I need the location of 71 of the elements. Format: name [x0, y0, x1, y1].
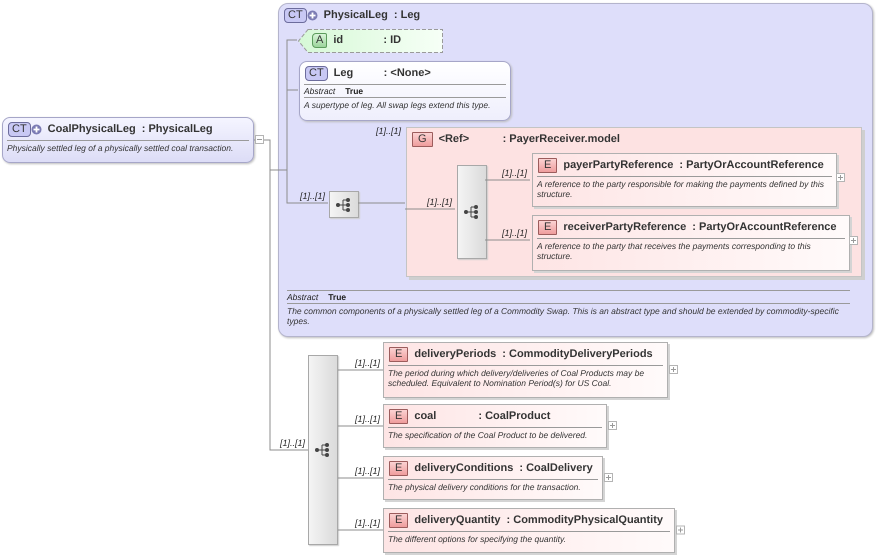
- complex-type-container: [278, 3, 873, 337]
- connector-line: [404, 208, 456, 210]
- component-name: receiverPartyReference: [563, 221, 686, 233]
- property-value: True: [328, 292, 346, 302]
- property-value: True: [345, 86, 364, 96]
- description: A supertype of leg. All swap legs extend this type.: [302, 99, 492, 112]
- type-badge: CT: [284, 8, 307, 22]
- type-badge: E: [389, 512, 408, 528]
- component-name: payerPartyReference: [563, 159, 674, 171]
- component-name: PhysicalLeg: [324, 9, 388, 21]
- description: A reference to the party responsible for making the payments defined by this structure.: [536, 178, 825, 201]
- type-badge: E: [538, 220, 558, 234]
- type-badge: CT: [305, 66, 328, 80]
- connector-line: [278, 170, 328, 204]
- type-name: : CoalProduct: [478, 410, 550, 422]
- type-name: : PartyOrAccountReference: [679, 159, 824, 171]
- complex-type-box: [299, 61, 511, 121]
- type-name: : CommodityPhysicalQuantity: [506, 514, 664, 526]
- element-box: [383, 456, 603, 500]
- sequence-compositor: [457, 165, 487, 259]
- type-name: : Leg: [394, 9, 420, 21]
- type-badge: A: [312, 32, 328, 48]
- type-name: : CommodityDeliveryPeriods: [502, 348, 653, 360]
- component-name: deliveryPeriods: [414, 348, 496, 360]
- component-name: deliveryQuantity: [414, 514, 501, 526]
- description: Physically settled leg of a physically settled coal transaction.: [6, 142, 234, 155]
- type-name: : ID: [383, 34, 402, 46]
- occurrence-label: [1]..[1]: [502, 168, 527, 178]
- component-name: CoalPhysicalLeg: [48, 123, 136, 135]
- description: The common components of a physically settled leg of a Commodity Swap. This is an abstract type and should be extended by commodity-specific types.: [286, 305, 840, 328]
- element-box: [532, 153, 837, 207]
- component-name: <Ref>: [438, 133, 470, 145]
- property-label: Abstract: [287, 292, 318, 302]
- type-name: : PhysicalLeg: [142, 123, 213, 135]
- type-badge: E: [389, 408, 408, 424]
- type-name: : PartyOrAccountReference: [692, 221, 837, 233]
- occurrence-label: [1]..[1]: [354, 414, 380, 424]
- description: The period during which delivery/deliveries of Coal Products may be scheduled. Equivalent to Nomination Period(s) for US Coal.: [387, 367, 646, 390]
- occurrence-label: [1]..[1]: [354, 518, 380, 528]
- element-box: [383, 508, 675, 553]
- element-box: [383, 404, 607, 448]
- type-name: : CoalDelivery: [519, 462, 593, 474]
- type-name: : <None>: [384, 67, 431, 79]
- occurrence-label: [1]..[1]: [502, 228, 527, 238]
- type-badge: E: [538, 158, 558, 172]
- element-box: [532, 215, 850, 271]
- component-name: Leg: [334, 67, 354, 79]
- occurrence-label: [1]..[1]: [376, 126, 402, 136]
- type-name: : PayerReceiver.model: [502, 133, 620, 145]
- description: The different options for specifying the quantity.: [387, 533, 567, 546]
- component-name: id: [333, 34, 344, 46]
- sequence-compositor: [329, 191, 359, 218]
- sequence-compositor: [308, 355, 338, 545]
- type-badge: CT: [8, 122, 31, 136]
- occurrence-label: [1]..[1]: [354, 358, 380, 368]
- complex-type-box: [2, 117, 254, 163]
- description: A reference to the party that receives the payments corresponding to this structure.: [536, 240, 812, 263]
- type-badge: G: [412, 132, 433, 146]
- property-label: Abstract: [304, 86, 336, 96]
- type-badge: E: [389, 460, 408, 476]
- element-box: [383, 342, 668, 398]
- occurrence-label: [1]..[1]: [300, 191, 325, 201]
- type-badge: E: [389, 346, 408, 362]
- occurrence-label: [1]..[1]: [354, 466, 380, 476]
- component-name: coal: [414, 410, 438, 422]
- connector-line: [358, 202, 406, 204]
- description: The specification of the Coal Product to be delivered.: [387, 429, 588, 442]
- occurrence-label: [1]..[1]: [280, 438, 305, 448]
- description: The physical delivery conditions for the transaction.: [387, 481, 582, 494]
- component-name: deliveryConditions: [414, 462, 514, 474]
- occurrence-label: [1]..[1]: [426, 197, 452, 207]
